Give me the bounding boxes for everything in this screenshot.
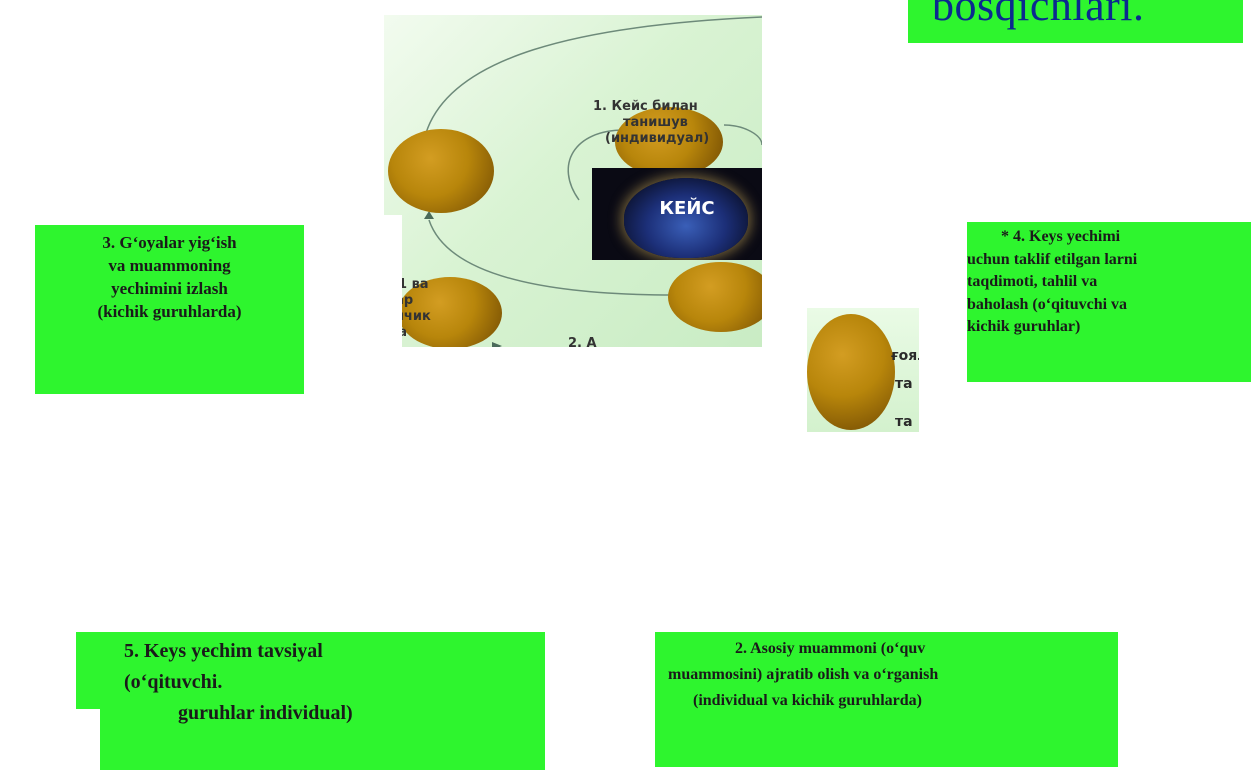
globe-icon — [624, 178, 748, 258]
step2-box: 2. Asosiy muammoni (o‘quv muammosini) aj… — [655, 632, 1118, 767]
step4-ball-picture: ғоял та та — [807, 308, 919, 432]
cycle-arrows — [423, 16, 762, 347]
step4-text: * 4. Keys yechimi uchun taklif etilgan l… — [967, 228, 1138, 335]
cycle-ball-bottom-left — [398, 277, 502, 347]
page-title: bosqichlari. — [932, 0, 1145, 30]
keys-tile: КЕЙС — [592, 168, 762, 260]
step3-box: 3. G‘oyalar yig‘ish va muammoning yechim… — [35, 225, 304, 394]
cycle-ball-bottom-right — [668, 262, 762, 332]
step5-box-top — [76, 632, 545, 709]
cycle-ball-left — [388, 129, 494, 213]
step3-text: 3. G‘oyalar yig‘ish va muammoning yechim… — [97, 233, 242, 321]
cycle-diagram: 1. Кейс билан танишув (индивидуал) КЕЙС … — [384, 15, 762, 347]
keys-word: КЕЙС — [659, 198, 715, 219]
diagram-step1-label: 1. Кейс билан танишув (индивидуал) — [593, 99, 710, 146]
step5-text: 5. Keys yechim tavsiyal (o‘qituvchi. gur… — [124, 640, 353, 724]
step4-ball — [807, 314, 895, 430]
cycle-ball-top — [615, 107, 723, 177]
step5-box-bottom — [100, 700, 545, 770]
ball4-fragment-1: ғоял — [891, 348, 919, 364]
title-box: bosqichlari. — [908, 0, 1243, 43]
diagram-bottom-fragment: 2. А — [568, 336, 597, 347]
ball4-fragment-2: та — [895, 376, 913, 392]
step4-box: * 4. Keys yechimi uchun taklif etilgan l… — [967, 222, 1251, 382]
step2-text: 2. Asosiy muammoni (o‘quv muammosini) aj… — [668, 640, 939, 709]
ball4-fragment-3: та — [895, 414, 913, 430]
